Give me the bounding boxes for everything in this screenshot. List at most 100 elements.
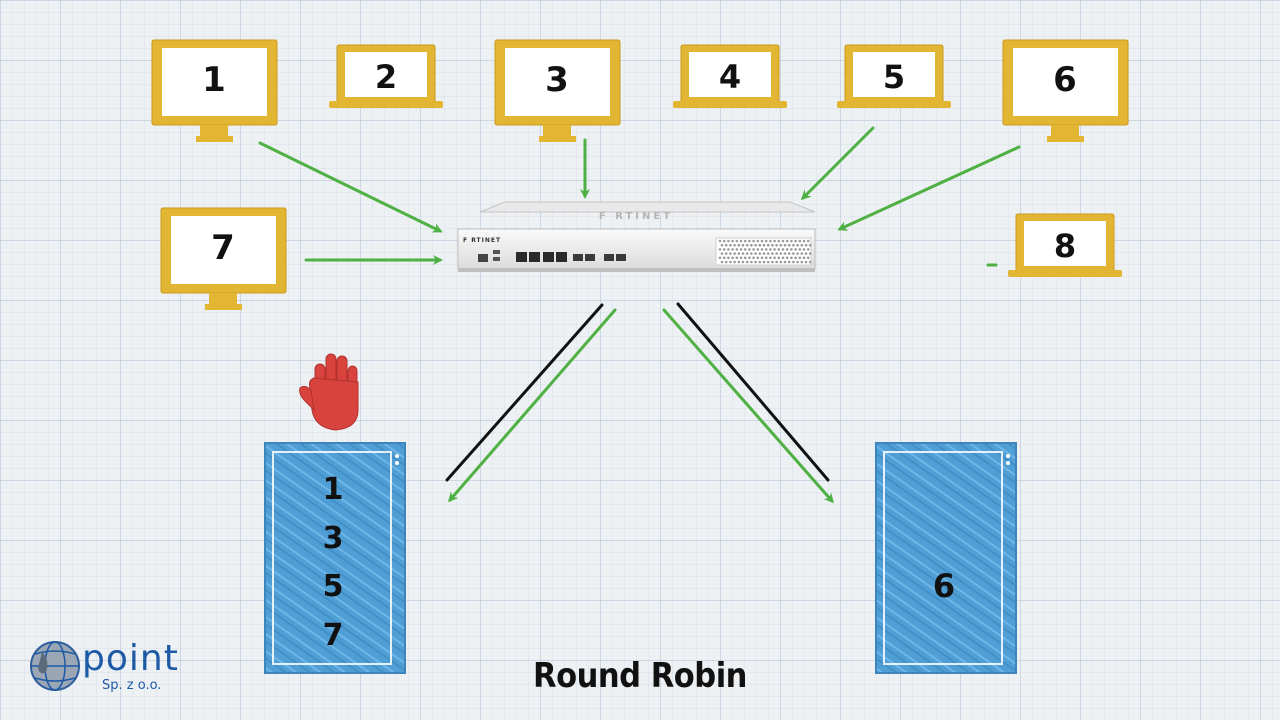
vent-hole <box>798 256 802 260</box>
vent-hole <box>743 256 747 260</box>
globe-logo-icon <box>30 641 80 691</box>
vent-hole <box>733 260 736 264</box>
vent-hole <box>739 248 743 251</box>
client-label: 5 <box>883 58 905 96</box>
vent-hole <box>752 248 755 251</box>
vent-hole <box>739 239 743 243</box>
vent-hole <box>741 243 745 247</box>
company-logo: point Sp. z o.o. <box>30 638 180 698</box>
vent-hole <box>729 252 732 255</box>
vent-hole <box>771 243 774 247</box>
vent-hole <box>727 248 730 251</box>
vent-hole <box>741 260 745 264</box>
vent-hole <box>752 239 755 243</box>
vent-hole <box>727 239 730 243</box>
arrow-client-6 <box>837 145 1021 231</box>
vent-hole <box>790 239 793 243</box>
vent-hole <box>750 260 753 264</box>
distribution-lines <box>445 302 834 504</box>
vent-hole <box>764 248 768 251</box>
vent-hole <box>775 252 778 255</box>
vent-hole <box>783 260 787 264</box>
vent-hole <box>800 252 804 255</box>
vent-hole <box>792 252 795 255</box>
vent-hole <box>750 243 753 247</box>
vent-hole <box>718 239 722 243</box>
stop-hand-icon <box>299 353 359 431</box>
vent-hole <box>739 256 743 260</box>
vent-hole <box>771 260 774 264</box>
vent-hole <box>720 252 724 255</box>
vent-hole <box>802 239 806 243</box>
server-session-label: 3 <box>323 521 344 556</box>
vent-hole <box>785 239 789 243</box>
arrow-client-1 <box>258 141 443 233</box>
logo-wordmark: point <box>82 638 179 679</box>
vent-hole <box>773 256 776 260</box>
vent-hole <box>769 256 772 260</box>
vent-hole <box>729 260 732 264</box>
vent-hole <box>775 260 778 264</box>
vent-hole <box>794 256 797 260</box>
vent-hole <box>783 252 787 255</box>
vent-hole <box>764 239 768 243</box>
vent-hole <box>804 252 808 255</box>
server-session-label: 1 <box>323 472 344 507</box>
vent-hole <box>787 243 791 247</box>
client-label: 3 <box>545 60 569 100</box>
vent-hole <box>800 243 804 247</box>
vent-hole <box>735 248 739 251</box>
vent-hole <box>796 243 799 247</box>
client-laptop-4: 4 <box>673 44 787 108</box>
vent-hole <box>743 239 747 243</box>
vent-hole <box>752 256 755 260</box>
client-label: 2 <box>375 58 397 96</box>
client-laptop-5: 5 <box>837 44 951 108</box>
vent-hole <box>808 252 812 255</box>
vent-hole <box>758 260 762 264</box>
vent-hole <box>785 256 789 260</box>
vent-hole <box>787 252 791 255</box>
vent-hole <box>756 239 760 243</box>
vent-hole <box>771 252 774 255</box>
vent-hole <box>800 260 804 264</box>
vent-hole <box>794 239 797 243</box>
vent-hole <box>745 252 749 255</box>
vent-hole <box>760 256 764 260</box>
vent-hole <box>779 260 783 264</box>
request-arrows <box>258 126 1021 267</box>
client-label: 8 <box>1054 227 1076 265</box>
vent-hole <box>758 252 762 255</box>
vent-hole <box>760 239 764 243</box>
vent-hole <box>766 260 770 264</box>
vent-hole <box>802 248 806 251</box>
vent-hole <box>737 243 741 247</box>
vent-hole <box>733 252 736 255</box>
vent-hole <box>779 252 783 255</box>
vent-hole <box>756 248 760 251</box>
vent-hole <box>769 248 772 251</box>
vent-hole <box>777 248 781 251</box>
vent-hole <box>794 248 797 251</box>
vent-hole <box>754 252 757 255</box>
vent-hole <box>773 239 776 243</box>
vent-hole <box>748 256 751 260</box>
vent-hole <box>779 243 783 247</box>
vent-hole <box>775 243 778 247</box>
vent-hole <box>798 248 802 251</box>
server-left: 1 3 5 7 <box>264 442 406 674</box>
vent-hole <box>750 252 753 255</box>
client-laptop-8: 8 <box>1008 213 1122 277</box>
vent-hole <box>733 243 736 247</box>
vent-hole <box>758 243 762 247</box>
vent-hole <box>766 243 770 247</box>
black-line-right <box>676 302 830 482</box>
vent-hole <box>731 248 734 251</box>
vent-hole <box>806 256 810 260</box>
logo-subtitle: Sp. z o.o. <box>102 678 162 693</box>
vent-hole <box>802 256 806 260</box>
vent-hole <box>762 252 766 255</box>
vent-hole <box>724 260 728 264</box>
vent-hole <box>745 243 749 247</box>
